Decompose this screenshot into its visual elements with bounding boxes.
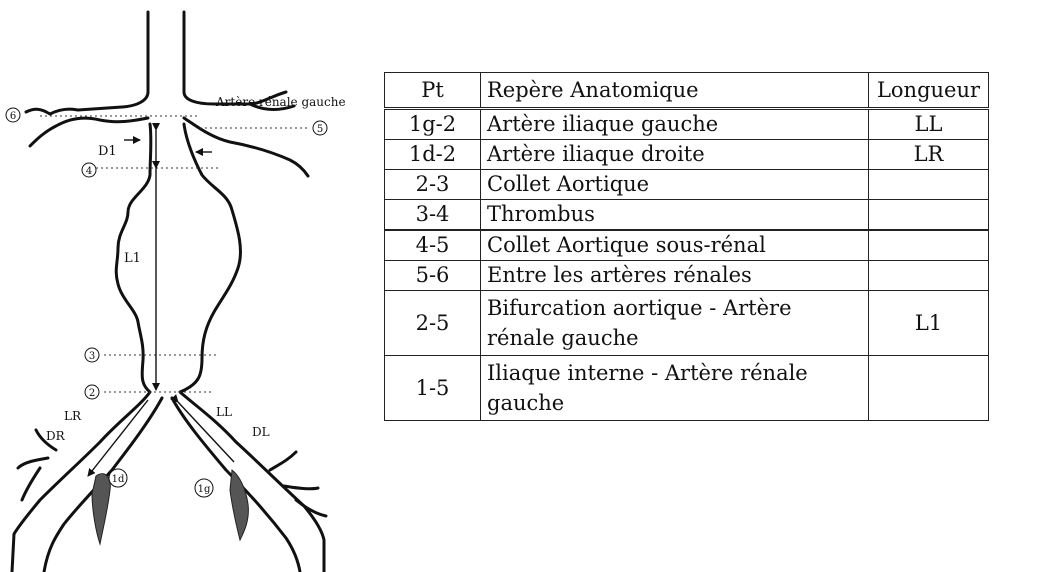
table-header-row: Pt Repère Anatomique Longueur xyxy=(385,73,989,109)
cell-landmark: Artère iliaque droite xyxy=(481,140,869,170)
cell-length xyxy=(869,230,989,261)
table-row: 4-5 Collet Aortique sous-rénal xyxy=(385,230,989,261)
cell-landmark: Collet Aortique sous-rénal xyxy=(481,230,869,261)
point-5-label: 5 xyxy=(317,124,323,135)
point-2-label: 2 xyxy=(89,388,95,399)
cell-length xyxy=(869,356,989,421)
cell-pt: 2-3 xyxy=(385,170,481,200)
table-row: 1-5 Iliaque interne - Artère rénale gauc… xyxy=(385,356,989,421)
header-length: Longueur xyxy=(869,73,989,109)
table-row: 2-3 Collet Aortique xyxy=(385,170,989,200)
cell-length xyxy=(869,170,989,200)
aorta-anatomy-diagram: 6 5 4 3 2 1d 1g Artère rénale gauche D1 … xyxy=(0,0,370,572)
cell-length: L1 xyxy=(869,291,989,356)
lr-label: LR xyxy=(64,409,82,423)
point-4-label: 4 xyxy=(86,166,92,177)
cell-pt: 1d-2 xyxy=(385,140,481,170)
cell-length: LR xyxy=(869,140,989,170)
point-1d-label: 1d xyxy=(112,474,125,485)
cell-landmark: Collet Aortique xyxy=(481,170,869,200)
landmark-table: Pt Repère Anatomique Longueur 1g-2 Artèr… xyxy=(384,72,989,421)
dr-label: DR xyxy=(46,429,66,443)
cell-pt: 2-5 xyxy=(385,291,481,356)
cell-length: LL xyxy=(869,109,989,140)
point-3-label: 3 xyxy=(89,351,95,362)
table-row: 1d-2 Artère iliaque droite LR xyxy=(385,140,989,170)
landmark-table-container: Pt Repère Anatomique Longueur 1g-2 Artèr… xyxy=(384,72,989,421)
cell-length xyxy=(869,200,989,231)
dl-label: DL xyxy=(252,425,270,439)
table-row: 1g-2 Artère iliaque gauche LL xyxy=(385,109,989,140)
cell-landmark: Entre les artères rénales xyxy=(481,261,869,291)
d1-label: D1 xyxy=(98,144,117,159)
cell-pt: 1-5 xyxy=(385,356,481,421)
l1-label: L1 xyxy=(124,251,141,266)
cell-pt: 4-5 xyxy=(385,230,481,261)
reference-lines xyxy=(40,116,310,392)
cell-landmark: Iliaque interne - Artère rénale gauche xyxy=(481,356,869,421)
cell-pt: 1g-2 xyxy=(385,109,481,140)
measurement-arrows xyxy=(88,130,234,476)
cell-landmark: Thrombus xyxy=(481,200,869,231)
table-row: 3-4 Thrombus xyxy=(385,200,989,231)
ll-label: LL xyxy=(216,405,232,419)
cell-landmark: Bifurcation aortique - Artère rénale gau… xyxy=(481,291,869,356)
cell-pt: 5-6 xyxy=(385,261,481,291)
point-6-label: 6 xyxy=(10,111,16,122)
table-row: 5-6 Entre les artères rénales xyxy=(385,261,989,291)
point-1g-label: 1g xyxy=(198,484,211,495)
cell-pt: 3-4 xyxy=(385,200,481,231)
header-pt: Pt xyxy=(385,73,481,109)
header-landmark: Repère Anatomique xyxy=(481,73,869,109)
cell-landmark: Artère iliaque gauche xyxy=(481,109,869,140)
renal-artery-label: Artère rénale gauche xyxy=(215,95,346,109)
table-row: 2-5 Bifurcation aortique - Artère rénale… xyxy=(385,291,989,356)
cell-length xyxy=(869,261,989,291)
